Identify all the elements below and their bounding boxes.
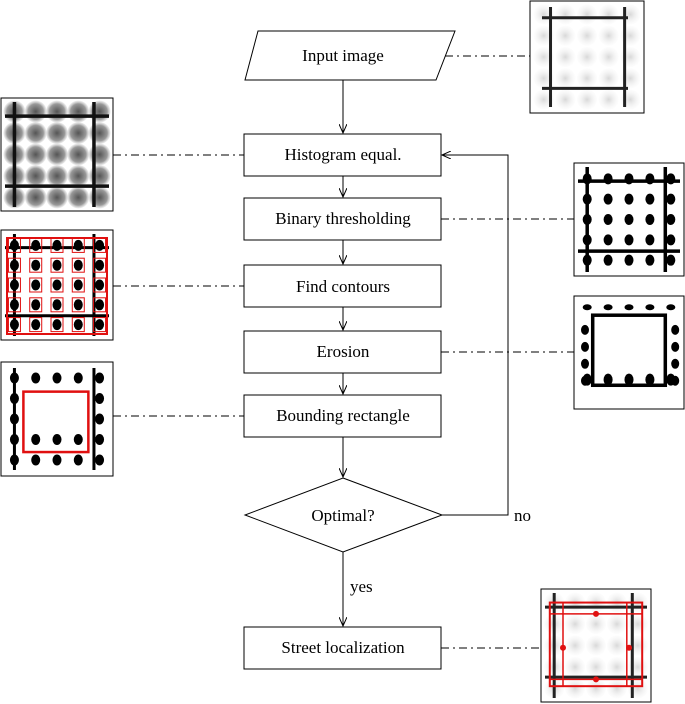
node-erosion: Erosion bbox=[243, 330, 442, 374]
node-binary-label: Binary thresholding bbox=[275, 209, 411, 228]
thumbnail-bounding-rectangle bbox=[0, 361, 114, 477]
node-input-label: Input image bbox=[302, 46, 384, 65]
flow-arrows bbox=[343, 80, 509, 626]
node-find-contours: Find contours bbox=[243, 264, 442, 308]
thumbnail-histogram bbox=[0, 97, 114, 212]
thumbnail-street-localization bbox=[540, 588, 652, 703]
node-binary-thresholding: Binary thresholding bbox=[243, 197, 442, 241]
image-connectors bbox=[113, 55, 574, 649]
node-contours-label: Find contours bbox=[296, 277, 390, 296]
node-street-localization: Street localization bbox=[243, 626, 442, 670]
node-bbox-label: Bounding rectangle bbox=[276, 406, 410, 425]
edge-label-yes: yes bbox=[350, 577, 373, 596]
node-histogram-label: Histogram equal. bbox=[284, 145, 401, 164]
thumbnail-input-image bbox=[529, 0, 645, 114]
node-histogram: Histogram equal. bbox=[243, 133, 442, 177]
thumbnail-erosion bbox=[573, 295, 685, 410]
node-decision-label: Optimal? bbox=[311, 506, 374, 525]
thumbnail-contours bbox=[0, 229, 114, 341]
node-bounding-rectangle: Bounding rectangle bbox=[243, 394, 442, 438]
node-erosion-label: Erosion bbox=[317, 342, 370, 361]
node-input-image: Input image bbox=[244, 30, 456, 81]
arrow-decision-no-loop bbox=[442, 155, 509, 516]
thumbnail-binary bbox=[573, 162, 685, 277]
node-street-label: Street localization bbox=[281, 638, 405, 657]
node-optimal-decision: Optimal? bbox=[243, 477, 444, 553]
edge-label-no: no bbox=[514, 506, 531, 525]
